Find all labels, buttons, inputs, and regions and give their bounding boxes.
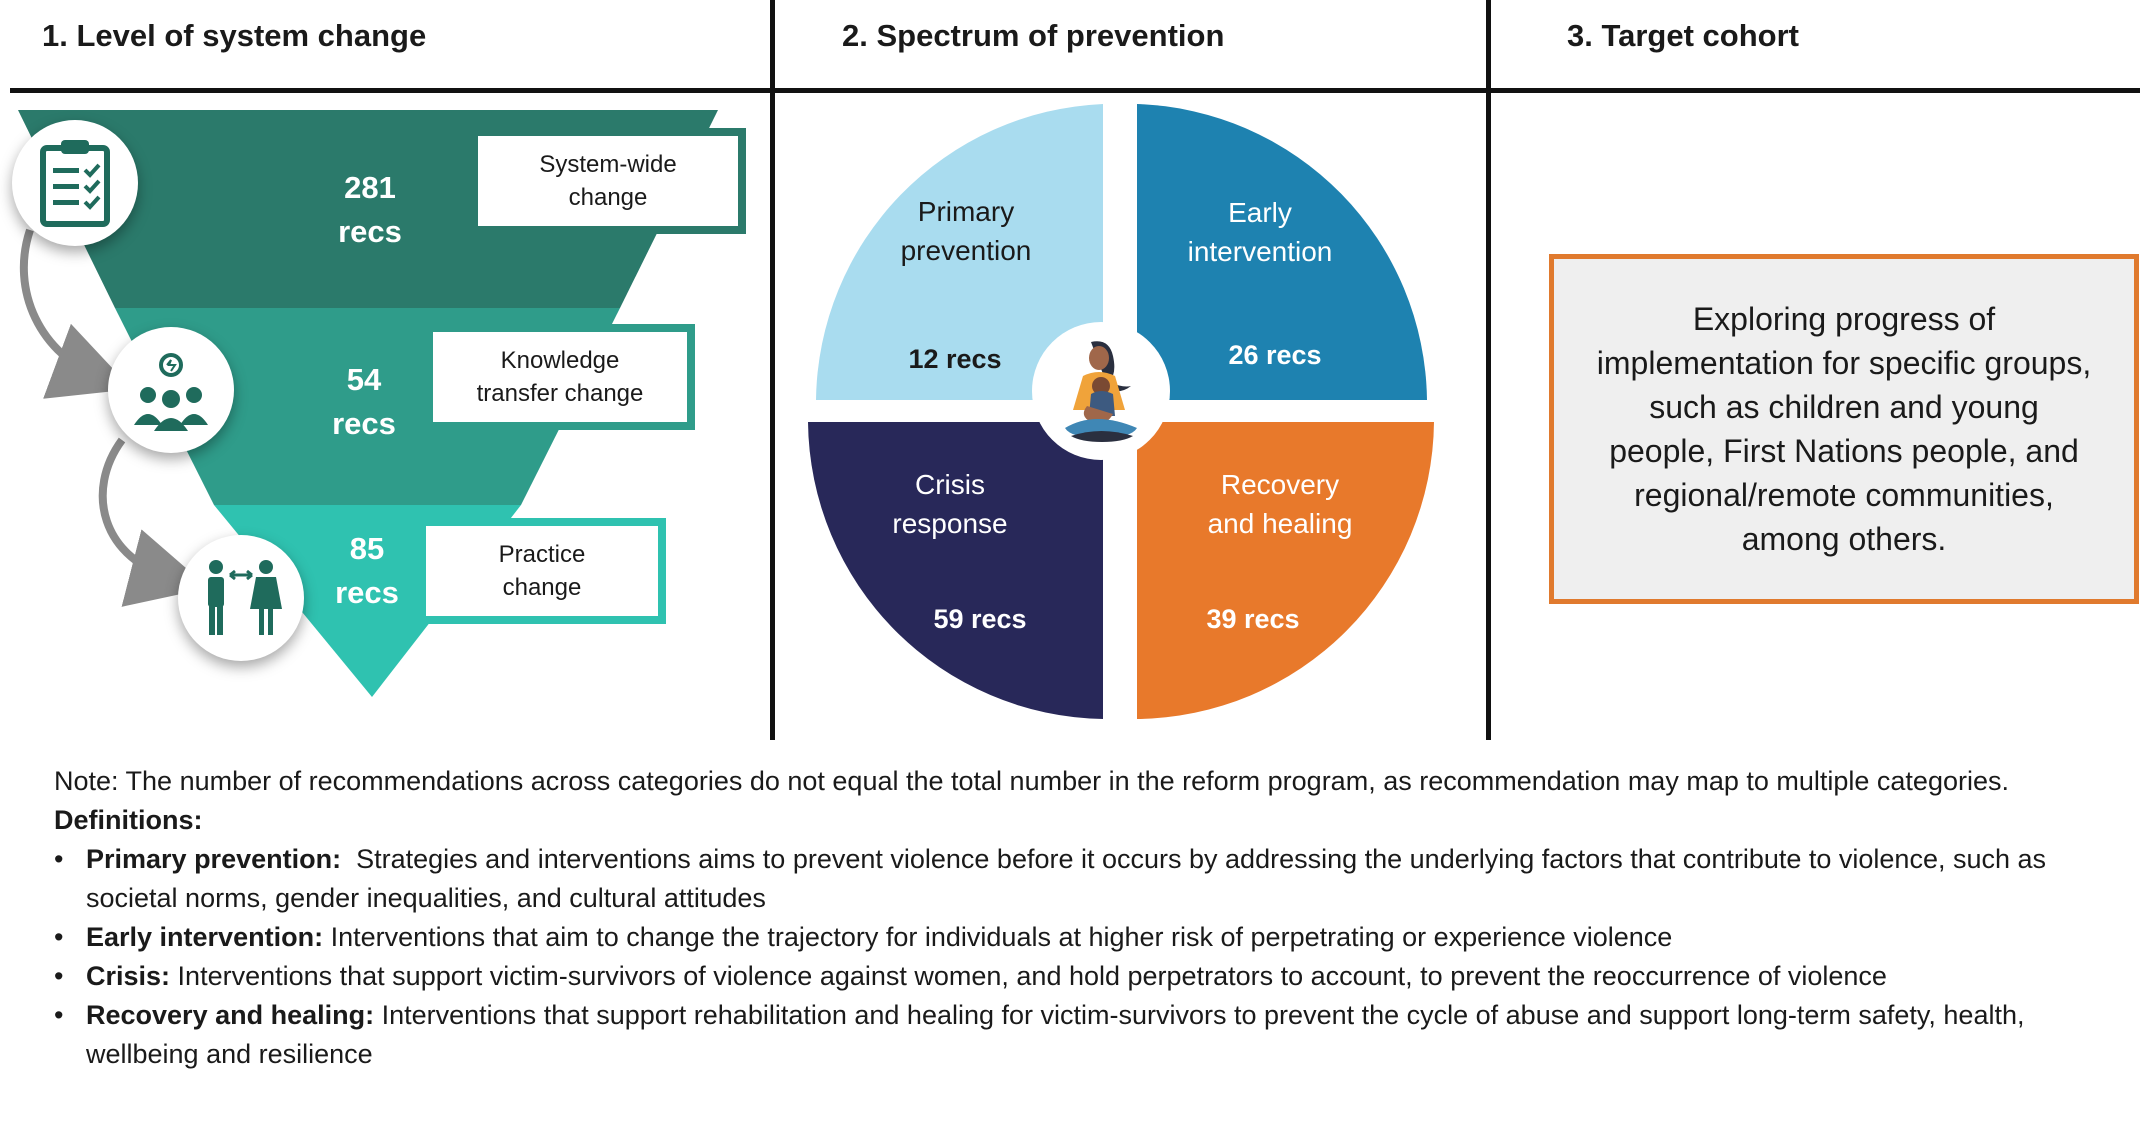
header-divider <box>10 88 2140 93</box>
count-unit: recs <box>338 214 402 249</box>
quadrant-label-crisis: Crisis response <box>860 465 1040 543</box>
definition-term: Primary prevention: <box>86 844 342 874</box>
tag-knowledge-transfer-change: Knowledge transfer change <box>425 324 695 430</box>
quadrant-count-primary: 12 recs <box>908 344 1002 374</box>
quadrant-label-line: intervention <box>1187 236 1333 267</box>
clipboard-checklist-icon <box>12 120 138 246</box>
count-number: 85 <box>349 531 385 566</box>
quadrant-label-line: Crisis <box>915 469 985 500</box>
definition-primary-prevention: • Primary prevention: Strategies and int… <box>54 840 2104 918</box>
level-of-system-change-title: 1. Level of system change <box>42 18 427 53</box>
quadrant-count-early: 26 recs <box>1228 340 1322 370</box>
arrow-1-to-2 <box>19 228 132 399</box>
definition-text: Interventions that support victim-surviv… <box>170 961 1887 991</box>
definition-text: Strategies and interventions aims to pre… <box>86 844 2054 913</box>
count-unit: recs <box>332 406 396 441</box>
definition-term: Crisis: <box>86 961 171 991</box>
note-text: Note: The number of recommendations acro… <box>54 766 2009 796</box>
definition-text: Interventions that support rehabilitatio… <box>86 1000 2025 1069</box>
count-unit: recs <box>335 575 399 610</box>
quadrant-crisis-response <box>808 422 1103 719</box>
definitions-title: Definitions: <box>54 805 203 835</box>
mother-child-icon <box>1040 330 1162 452</box>
funnel-count-practice: 85 recs <box>307 527 427 615</box>
bullet-glyph: • <box>54 961 64 991</box>
quadrant-label-line: response <box>892 508 1008 539</box>
person-exchange-icon <box>178 535 304 661</box>
tag-practice-change: Practice change <box>418 518 666 624</box>
bullet-glyph: • <box>54 1000 64 1030</box>
column-divider-1 <box>770 0 775 740</box>
quadrant-label-line: Primary <box>917 196 1015 227</box>
quadrant-recovery-healing <box>1137 422 1434 719</box>
notes-section: Note: The number of recommendations acro… <box>54 762 2104 1074</box>
quadrant-label-line: and healing <box>1207 508 1353 539</box>
definition-term: Recovery and healing: <box>86 1000 375 1030</box>
tag-line: System-wide <box>539 151 677 178</box>
quadrant-label-line: Recovery <box>1220 469 1340 500</box>
spectrum-quadrant-chart <box>808 104 1434 719</box>
bullet-glyph: • <box>54 922 64 952</box>
quadrant-label-recovery: Recovery and healing <box>1180 465 1380 543</box>
tag-line: transfer change <box>476 380 644 407</box>
definitions-list: • Primary prevention: Strategies and int… <box>54 840 2104 1074</box>
definition-term: Early intervention: <box>86 922 324 952</box>
quadrant-count-recovery: 39 recs <box>1206 604 1300 634</box>
arrow-2-to-3 <box>98 437 209 607</box>
tag-line: Practice <box>498 541 586 568</box>
tag-line: change <box>568 184 648 211</box>
funnel-count-system-wide: 281 recs <box>310 166 430 254</box>
quadrant-count-crisis: 59 recs <box>933 604 1027 634</box>
quadrant-early-intervention <box>1137 104 1427 400</box>
quadrant-primary-prevention <box>816 104 1103 400</box>
tag-line: Knowledge <box>500 347 620 374</box>
column-divider-2 <box>1486 0 1491 740</box>
quadrant-label-early: Early intervention <box>1150 193 1370 271</box>
target-cohort-text: Exploring progress of implementation for… <box>1596 301 2092 557</box>
spectrum-of-prevention-title: 2. Spectrum of prevention <box>842 18 1225 53</box>
definition-crisis: • Crisis: Interventions that support vic… <box>54 957 2104 996</box>
count-number: 54 <box>346 362 382 397</box>
quadrant-label-primary: Primary prevention <box>866 192 1066 270</box>
tag-system-wide-change: System-wide change <box>470 128 746 234</box>
bullet-glyph: • <box>54 844 64 874</box>
definition-text: Interventions that aim to change the tra… <box>323 922 1673 952</box>
count-number: 281 <box>344 170 396 205</box>
definition-early-intervention: • Early intervention: Interventions that… <box>54 918 2104 957</box>
quadrant-label-line: prevention <box>900 235 1032 266</box>
quadrant-label-line: Early <box>1228 197 1292 228</box>
lightbulb-group-icon <box>108 327 234 453</box>
definition-recovery-healing: • Recovery and healing: Interventions th… <box>54 996 2104 1074</box>
target-cohort-box: Exploring progress of implementation for… <box>1549 254 2139 604</box>
target-cohort-title: 3. Target cohort <box>1567 18 1799 53</box>
funnel-count-knowledge: 54 recs <box>304 358 424 446</box>
tag-line: change <box>502 574 582 601</box>
